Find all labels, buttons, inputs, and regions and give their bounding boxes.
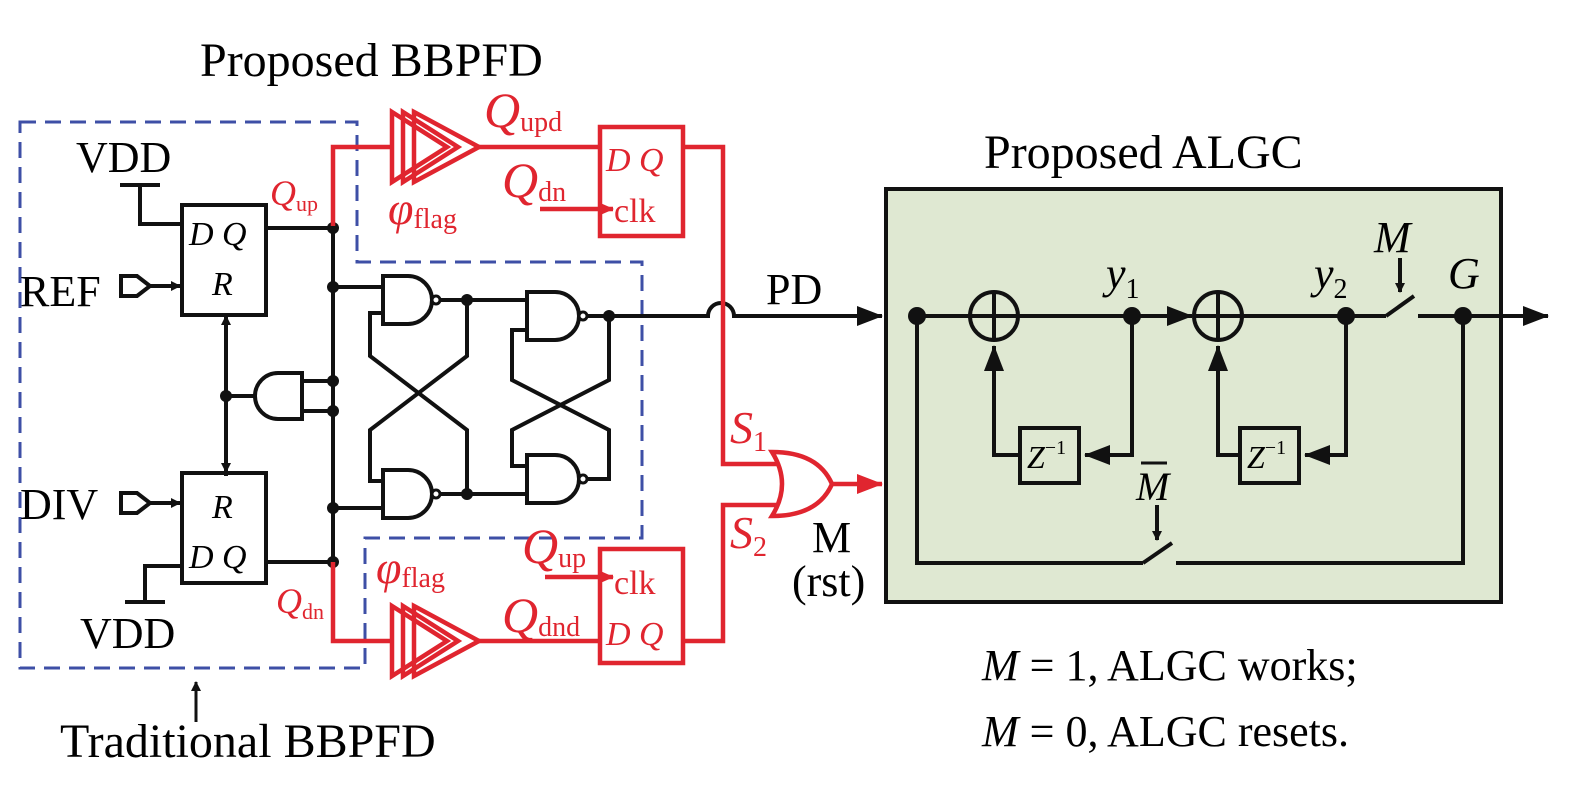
phi-bottom-label: φflag xyxy=(376,542,445,594)
z2-to-adder2 xyxy=(1208,345,1240,457)
y1-label: y1 xyxy=(1102,249,1140,305)
s2-label: S2 xyxy=(730,507,767,563)
nand-gate-4 xyxy=(525,453,581,505)
algc-box xyxy=(884,187,1503,604)
g-label: G xyxy=(1448,249,1480,298)
vdd-top-wire xyxy=(138,185,182,226)
q-up-label: Qup xyxy=(270,173,318,216)
note-line-1: M = 1, ALGC works; xyxy=(981,641,1358,690)
dff-bottom-r-label: R xyxy=(211,489,233,526)
m-out-label: M xyxy=(812,513,851,562)
red-dff-top xyxy=(597,124,686,239)
latch1-cross-a xyxy=(368,300,469,483)
pd-wire xyxy=(609,301,883,326)
proposed-bbpfd-title: Proposed BBPFD xyxy=(200,34,543,87)
red-bottom-tap xyxy=(330,562,392,644)
phi-top-label: φflag xyxy=(388,183,457,235)
qup-wire xyxy=(266,226,335,230)
delay-block-2 xyxy=(1238,426,1301,485)
q-upd-label: Qupd xyxy=(484,82,562,138)
reset-node xyxy=(220,390,232,402)
q-dnd-label: Qdnd xyxy=(502,587,580,643)
dff-bottom-dq-label: D Q xyxy=(188,539,247,576)
y2-label: y2 xyxy=(1310,249,1348,305)
red-dff-bottom-dq-label: D Q xyxy=(605,616,664,653)
traditional-bbpfd-title: Traditional BBPFD xyxy=(60,715,436,768)
q-dn2-label: Qdn xyxy=(502,152,566,208)
note-line-2: M = 0, ALGC resets. xyxy=(981,707,1349,756)
nand-gate-1 xyxy=(381,274,434,326)
nand-gate-3 xyxy=(525,290,581,342)
div-input-pin xyxy=(119,491,154,515)
nand-gate-2 xyxy=(381,468,434,520)
m-switch-blade xyxy=(1384,294,1416,318)
latch1-cross-b xyxy=(368,311,469,494)
ref-label: REF xyxy=(20,267,101,316)
ref-input-pin xyxy=(119,274,154,298)
reset-loop-left xyxy=(915,316,1143,565)
reset-and-gate xyxy=(253,371,304,421)
rst-label: (rst) xyxy=(792,557,865,606)
vdd-bottom-label: VDD xyxy=(80,609,175,658)
latch2-cross-a xyxy=(510,316,611,468)
reset-loop-right xyxy=(1176,316,1465,565)
or-gate xyxy=(767,449,835,519)
mbar-switch-label: M xyxy=(1135,464,1172,509)
mbar-switch-blade xyxy=(1141,541,1174,565)
div-label: DIV xyxy=(20,480,98,529)
traditional-bbpfd-boundary xyxy=(18,120,644,670)
y1-feedback xyxy=(1084,316,1134,465)
z1-to-adder1 xyxy=(984,345,1020,457)
q-up2-label: Qup xyxy=(522,518,586,574)
m-switch-label: M xyxy=(1373,213,1413,262)
phi-bottom-buffer xyxy=(389,601,484,681)
z2-label: Z−1 xyxy=(1247,437,1286,475)
red-dff-bottom-clk-label: clk xyxy=(614,565,656,602)
dff-top-dq-label: D Q xyxy=(188,216,247,253)
dff-top xyxy=(180,203,268,317)
q-dn-label: Qdn xyxy=(276,581,324,624)
pd-label: PD xyxy=(766,265,822,314)
red-top-tap xyxy=(330,144,392,226)
s1-wire xyxy=(683,144,780,467)
s2-wire xyxy=(683,502,780,644)
vdd-top-label: VDD xyxy=(76,133,171,182)
proposed-algc-title: Proposed ALGC xyxy=(984,126,1303,179)
red-dff-bottom xyxy=(597,546,686,666)
phi-top-buffer xyxy=(389,107,484,187)
dff-top-r-label: R xyxy=(211,266,233,303)
y2-feedback xyxy=(1304,316,1348,465)
red-dff-top-clk-label: clk xyxy=(614,193,656,230)
s1-label: S1 xyxy=(730,402,767,458)
red-dff-top-dq-label: D Q xyxy=(605,142,664,179)
latch2-cross-b xyxy=(510,328,611,481)
vdd-bottom-wire xyxy=(143,564,182,602)
z1-label: Z−1 xyxy=(1027,437,1066,475)
